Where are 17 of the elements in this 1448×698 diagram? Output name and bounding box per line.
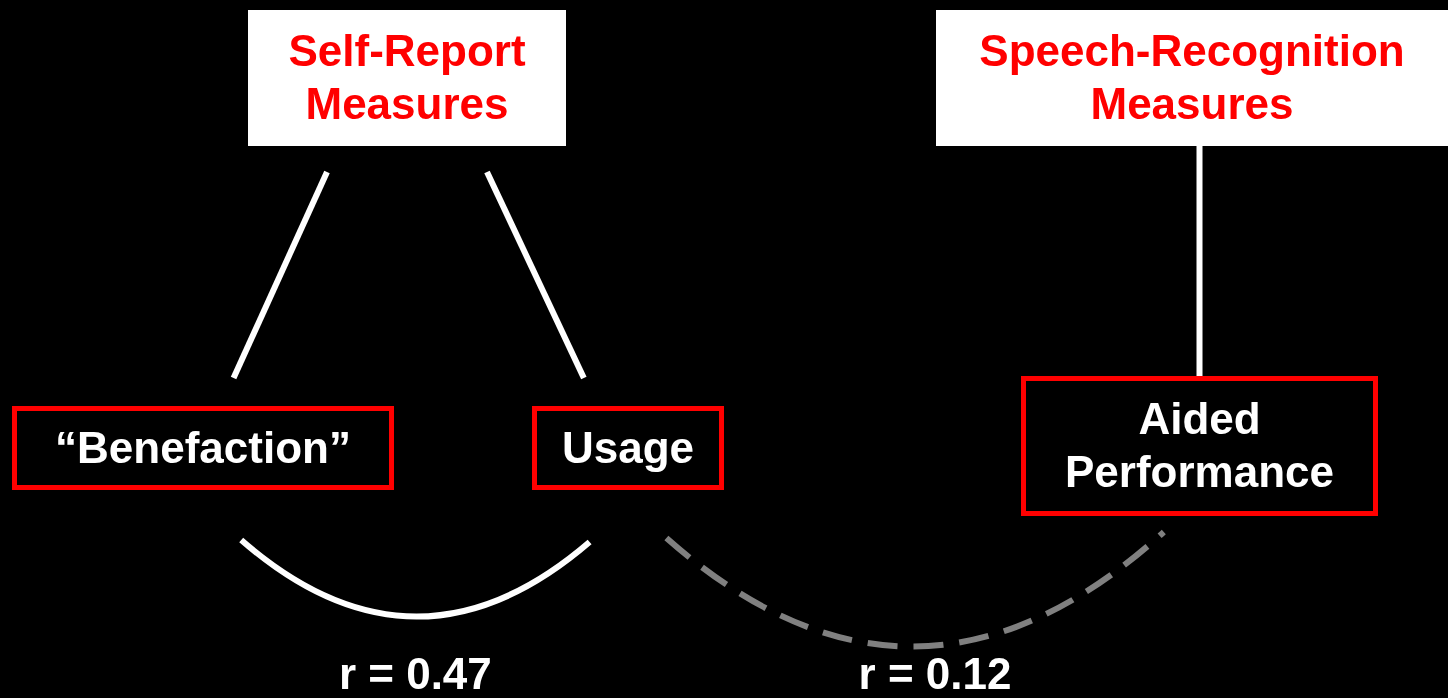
connector (1196, 146, 1203, 376)
connector (484, 170, 587, 380)
header-box (248, 10, 566, 146)
box-title: Speech-Recognition Measures (978, 25, 1406, 130)
measure-box (532, 406, 724, 490)
dashed-connector (664, 529, 1166, 650)
box-title: Self-Report Measures (287, 25, 527, 130)
edge-label: r = 0.47 (338, 652, 492, 696)
box-title: “Benefaction” (55, 421, 351, 474)
box-title: Usage (561, 421, 695, 474)
header-box (936, 10, 1448, 146)
connector (230, 170, 330, 380)
measure-box (12, 406, 394, 490)
edge-label: r = 0.12 (858, 652, 1012, 696)
measure-box (1021, 376, 1378, 516)
box-title: Aided Performance (1064, 393, 1335, 498)
connector (239, 537, 592, 620)
